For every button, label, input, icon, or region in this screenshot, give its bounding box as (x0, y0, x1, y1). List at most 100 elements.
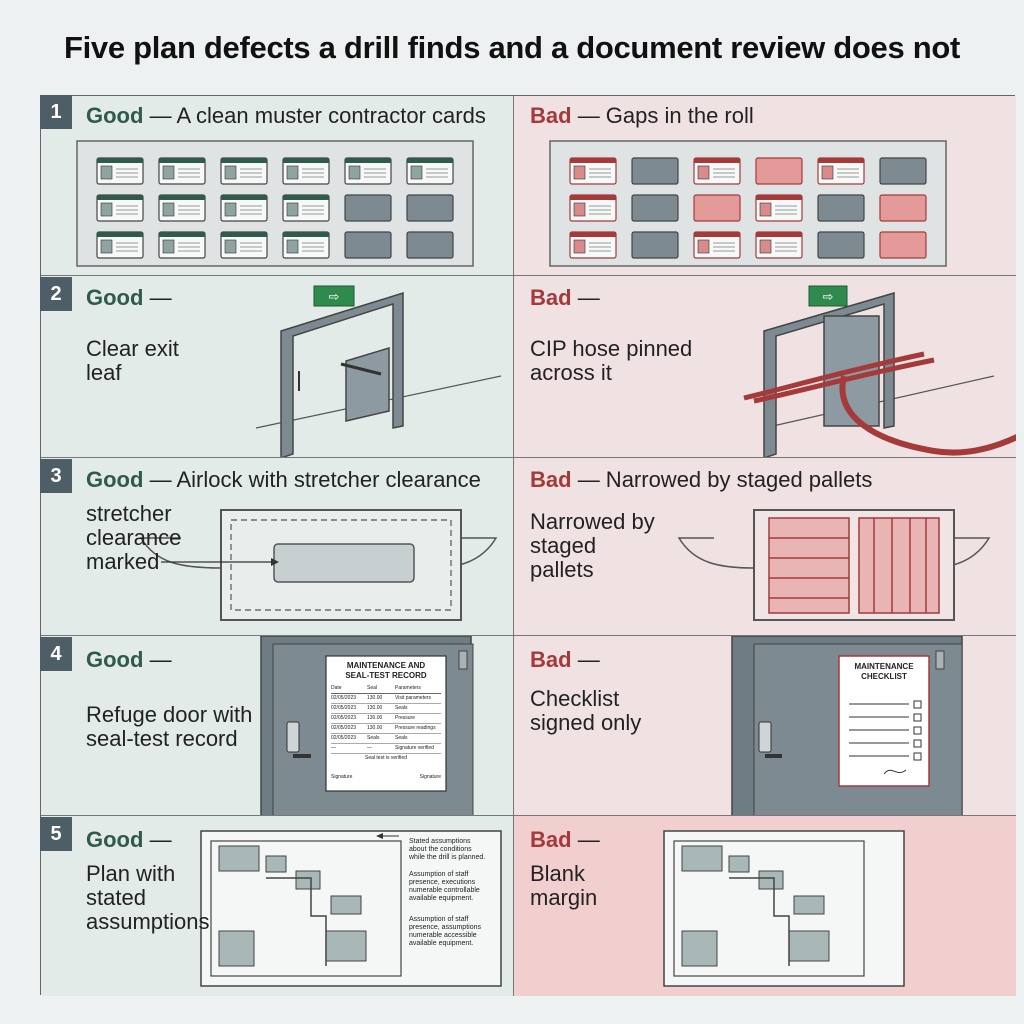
contractor-card (344, 194, 392, 222)
contractor-card (406, 157, 454, 185)
record-row: — — Signature verified (331, 744, 441, 754)
contractor-card (631, 194, 679, 222)
muster-board-gaps (549, 140, 947, 267)
blocked-exit-door-illustration: ⇨ (743, 285, 1016, 457)
contractor-card (406, 194, 454, 222)
row-2-good-panel: ⇨ (41, 276, 514, 458)
row-number-3: 3 (40, 459, 72, 493)
contractor-card (282, 231, 330, 259)
contractor-card (569, 231, 617, 259)
record-col-seal: Seal (367, 685, 378, 691)
row-1-good-heading: Good — A clean muster contractor cards (86, 103, 486, 128)
contractor-card (817, 157, 865, 185)
row-2-bad-panel: ⇨ — (514, 276, 1016, 458)
contractor-card (817, 194, 865, 222)
record-cell: Seals (367, 735, 380, 741)
refuge-door-with-checklist (731, 636, 963, 815)
svg-text:⇨: ⇨ (823, 289, 834, 304)
record-cell: 02/05/2023 (331, 725, 357, 731)
contractor-card (879, 231, 927, 259)
row-number-1: 1 (40, 95, 72, 129)
row-3-good-panel (41, 458, 514, 636)
floor-plan-blank-margin (663, 830, 905, 987)
row-5-bad-caption: Blank margin (530, 861, 598, 910)
record-cell: Signature verified (395, 745, 434, 751)
record-cell: — (367, 745, 372, 751)
row-3-bad-caption: Narrowed by staged pallets (530, 509, 655, 582)
contractor-card (282, 194, 330, 222)
record-signature-label-2: Signature (419, 774, 441, 780)
record-cell: 130.00 (367, 715, 383, 721)
contractor-card (879, 157, 927, 185)
contractor-card (158, 157, 206, 185)
seal-test-record-table: Date Seal Parameters 02/05/2023 130.00 Vis… (331, 684, 441, 782)
record-cell: Seals (395, 735, 408, 741)
record-cell: 02/05/2023 (331, 715, 357, 721)
record-row: 02/05/2023 130.00 Pressure (331, 714, 441, 724)
row-1-bad-heading: Bad — Gaps in the roll (530, 103, 754, 128)
airlock-clear-illustration (139, 509, 498, 621)
contractor-card (96, 194, 144, 222)
checklist-title-1: MAINTENANCE (854, 662, 914, 671)
seal-test-record-title-2: SEAL-TEST RECORD (345, 671, 427, 680)
row-5-good-caption: Plan with stated assumptions (86, 861, 210, 934)
record-cell: — (331, 745, 336, 751)
row-4-good-heading: Good — (86, 647, 172, 672)
row-5-bad-heading: Bad — (530, 827, 600, 852)
contractor-card (344, 157, 392, 185)
row-5-good-heading: Good — (86, 827, 172, 852)
row-4-bad-caption: Checklist signed only (530, 686, 642, 735)
row-4-good-panel: MAINTENANCE AND SEAL-TEST RECORD Date Se… (41, 636, 514, 816)
row-3-bad-heading: Bad — Narrowed by staged pallets (530, 467, 873, 492)
page-title: Five plan defects a drill finds and a do… (63, 30, 961, 65)
contractor-card (158, 231, 206, 259)
seal-test-record-title-1: MAINTENANCE AND (346, 661, 426, 670)
row-4-bad-panel: MAINTENANCE CHECKLIST (514, 636, 1016, 816)
row-3-good-caption: stretcher clearance marked (86, 501, 182, 574)
assumptions-bullet-2: Assumption of staff presence, assumption… (409, 916, 481, 947)
contractor-card (693, 157, 741, 185)
row-2-good-heading: Good — (86, 285, 172, 310)
row-5-bad-panel (514, 816, 1016, 996)
record-signature-label-1: Signature (331, 774, 353, 780)
record-col-date: Date (331, 685, 342, 691)
contractor-card (158, 194, 206, 222)
contractor-card (220, 231, 268, 259)
svg-text:⇨: ⇨ (329, 289, 340, 304)
record-cell: 130.00 (367, 725, 383, 731)
row-3-good-heading: Good — Airlock with stretcher clearance (86, 467, 481, 492)
contractor-card (631, 157, 679, 185)
record-cell: 02/05/2023 (331, 695, 357, 701)
contractor-card (817, 231, 865, 259)
record-cell: Pressure (395, 715, 416, 721)
assumptions-bullet-1: Assumption of staff presence, executions… (409, 871, 480, 902)
contractor-card (569, 157, 617, 185)
contractor-card (879, 194, 927, 222)
contractor-card (96, 231, 144, 259)
record-cell: Visit parameters (395, 695, 432, 701)
contractor-card (282, 157, 330, 185)
row-1-bad-panel (514, 96, 1016, 276)
contractor-card (569, 194, 617, 222)
contractor-card (631, 231, 679, 259)
row-1-good-panel (41, 96, 514, 276)
contractor-card (406, 231, 454, 259)
assumptions-heading: Stated assumptions about the conditions … (409, 838, 486, 861)
record-cell: 130.00 (367, 695, 383, 701)
contractor-card (693, 231, 741, 259)
record-cell: Pressure readings (395, 725, 436, 731)
muster-board-clean (76, 140, 474, 267)
record-row: 02/05/2023 130.00 Pressure readings (331, 724, 441, 734)
row-4-good-caption: Refuge door with seal-test record (86, 702, 253, 751)
contractor-card (755, 157, 803, 185)
airlock-narrowed-illustration (677, 509, 991, 621)
clear-exit-door-illustration: ⇨ (255, 285, 502, 457)
record-cell: Seals (395, 705, 408, 711)
row-4-bad-heading: Bad — (530, 647, 600, 672)
contractor-card (344, 231, 392, 259)
record-col-params: Parameters (395, 685, 421, 691)
row-2-good-caption: Clear exit leaf (86, 336, 179, 385)
contractor-card (220, 157, 268, 185)
checklist-title-2: CHECKLIST (861, 672, 907, 681)
record-row: 02/05/2023 130.00 Visit parameters (331, 694, 441, 704)
